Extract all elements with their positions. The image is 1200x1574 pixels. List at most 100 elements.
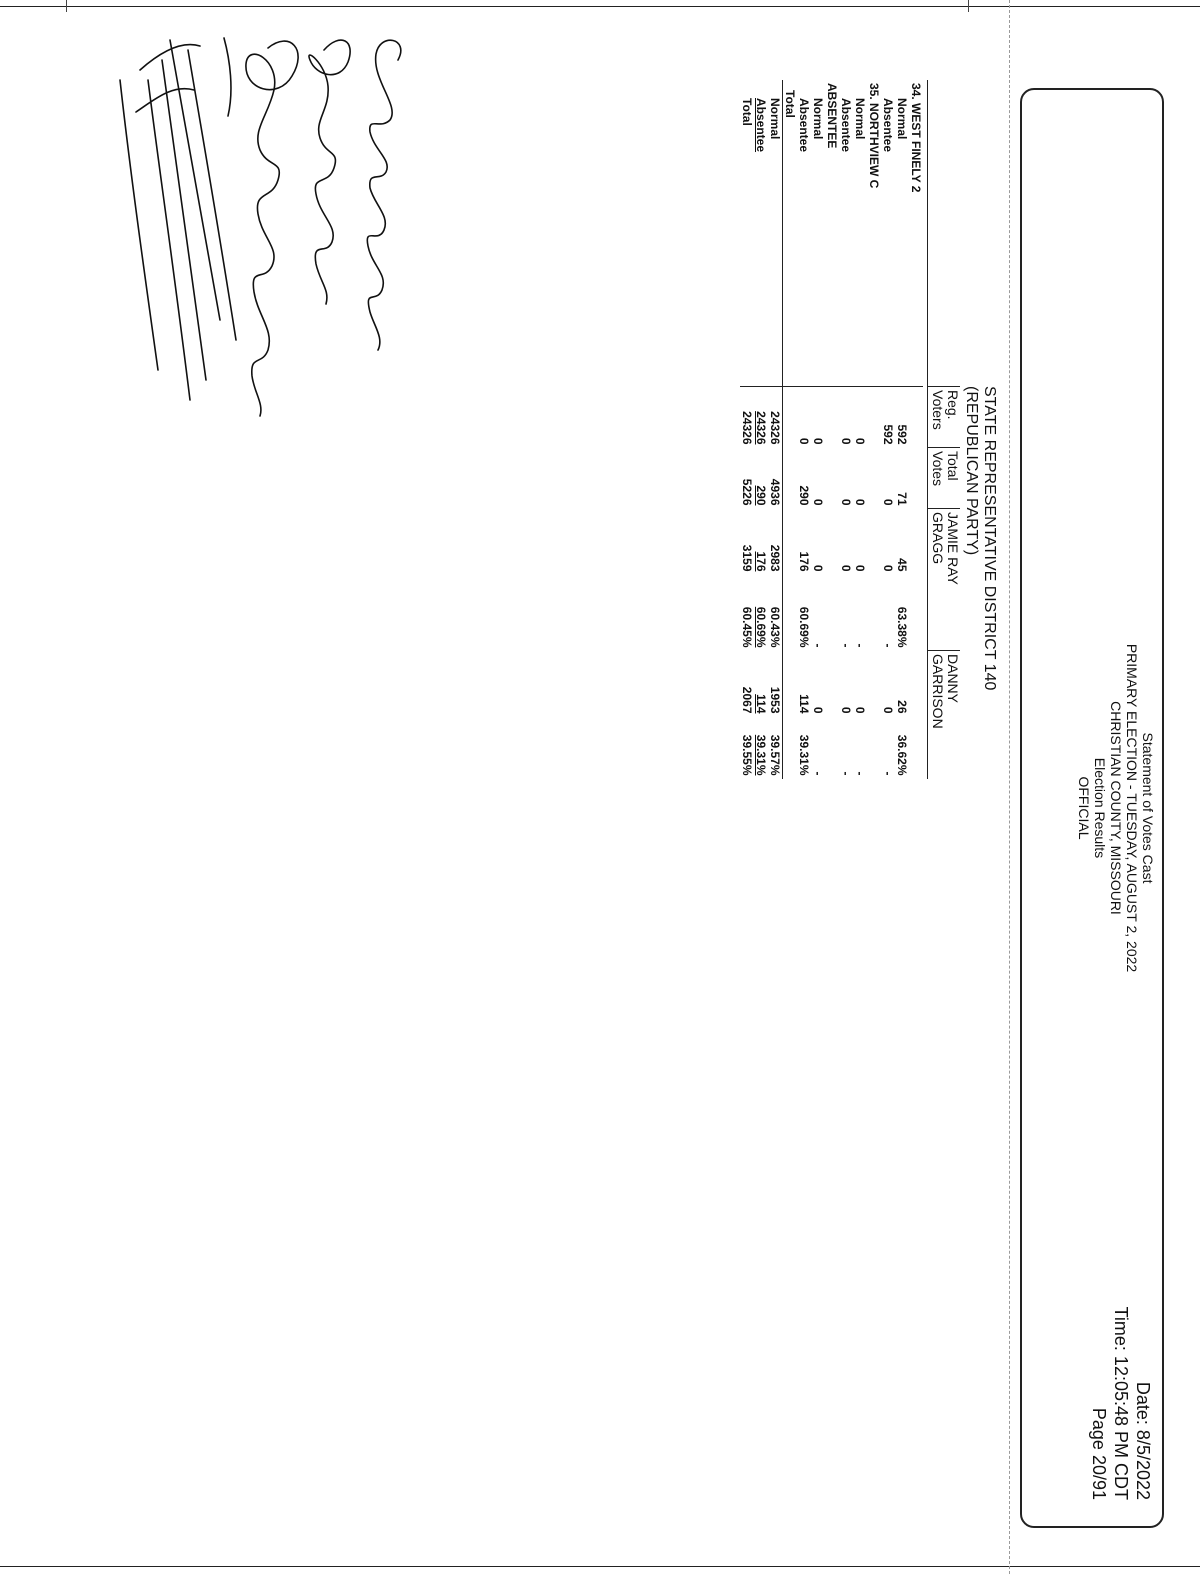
total-votes-cell: 71	[895, 448, 909, 509]
precinct-label-text: Total	[783, 90, 797, 118]
garrison-percent-cell	[825, 717, 839, 779]
reg-voters-cell-text: 592	[881, 424, 895, 445]
gragg-percent-cell-text: -	[853, 643, 867, 648]
gragg-votes-cell-text: 0	[853, 564, 867, 572]
garrison-percent-cell-text: -	[839, 771, 853, 776]
gragg-header-line2: GRAGG	[930, 512, 946, 565]
precinct-label: Total	[783, 80, 797, 387]
scan-top-tick	[66, 0, 67, 12]
header-meta-block: Date: 8/5/2022 Time: 12:05:48 PM CDT Pag…	[1088, 1307, 1154, 1500]
precinct-label-text: Absentee	[797, 98, 811, 153]
garrison-votes-cell: 26	[895, 651, 909, 717]
gragg-votes-cell-text: 176	[797, 551, 811, 572]
garrison-votes-cell-text: 114	[797, 694, 811, 714]
garrison-votes-cell-text: 114	[754, 694, 768, 714]
signature-4-icon	[135, 39, 237, 401]
reg-voters-cell: 24326	[754, 386, 768, 448]
gragg-percent-cell-text: 63.38%	[895, 606, 909, 648]
gragg-votes-cell	[825, 509, 839, 575]
garrison-votes-cell	[825, 651, 839, 717]
total-votes-cell-text: 0	[839, 498, 853, 506]
garrison-percent-cell: -	[881, 717, 895, 779]
reg-voters-cell: 24326	[768, 386, 783, 448]
signature-3-icon	[245, 40, 299, 417]
precinct-label-text: ABSENTEE	[825, 83, 839, 149]
reg-voters-cell	[825, 386, 839, 448]
scan-top-edge	[0, 6, 1200, 7]
precinct-label-text: 35. NORTHVIEW C	[867, 83, 881, 189]
reg-voters-cell: 592	[881, 386, 895, 448]
gragg-votes-cell-text: 0	[811, 564, 825, 572]
report-header: Statement of Votes Cast PRIMARY ELECTION…	[1020, 88, 1164, 1528]
total-votes-cell: 0	[811, 448, 825, 509]
signatures-drawing	[119, 37, 402, 417]
gragg-votes-cell: 3159	[740, 509, 754, 575]
garrison-votes-cell-text: 0	[811, 706, 825, 714]
gragg-votes-cell-text: 176	[754, 551, 768, 572]
garrison-votes-cell: 114	[797, 651, 811, 717]
garrison-votes-cell-text: 0	[881, 706, 895, 714]
garrison-percent-cell-text: 39.31%	[754, 734, 768, 776]
total-votes-cell-text: 290	[754, 485, 768, 506]
gragg-votes-cell: 0	[839, 509, 853, 575]
gragg-votes-cell: 176	[754, 509, 768, 575]
garrison-percent-cell: 39.57%	[768, 716, 783, 779]
precinct-label-text: Absentee	[839, 98, 853, 153]
precinct-label: 35. NORTHVIEW C	[867, 80, 881, 387]
reg-voters-cell: 592	[895, 386, 909, 448]
precinct-label: Absentee	[839, 80, 853, 387]
garrison-votes-cell: 0	[811, 651, 825, 717]
total-votes-cell: 0	[881, 448, 895, 509]
gragg-votes-cell	[783, 509, 798, 575]
gragg-percent-cell-text: -	[811, 643, 825, 648]
total-votes-cell	[867, 448, 881, 509]
garrison-percent-cell-text: 39.55%	[740, 734, 754, 776]
total-votes-cell: 5226	[740, 448, 754, 509]
reg-header-line1: Reg.	[945, 390, 961, 420]
gragg-percent-cell	[825, 575, 839, 651]
gragg-votes-cell	[909, 509, 923, 575]
precinct-label-text: Normal	[853, 98, 867, 140]
garrison-header-line1: DANNY	[945, 654, 961, 704]
gragg-percent-cell-text: 60.43%	[768, 606, 782, 648]
reg-voters-cell: 0	[853, 386, 867, 448]
garrison-votes-cell: 114	[754, 651, 768, 717]
report-time: Time: 12:05:48 PM CDT	[1111, 1306, 1131, 1500]
gragg-votes-cell-text: 45	[895, 558, 909, 572]
garrison-percent-cell	[867, 717, 881, 779]
precinct-label: Total	[740, 80, 754, 387]
precinct-label: Normal	[811, 80, 825, 387]
reg-voters-cell-text: 0	[839, 437, 853, 445]
garrison-votes-cell	[909, 651, 923, 717]
reg-voters-cell: 0	[839, 386, 853, 448]
precinct-label-text: Normal	[768, 98, 782, 140]
gragg-percent-cell-text: -	[839, 643, 853, 648]
gragg-percent-cell-text: 60.45%	[740, 606, 754, 648]
garrison-votes-cell	[783, 651, 798, 717]
garrison-percent-cell-text: 39.57%	[768, 734, 782, 776]
gragg-percent-cell: 60.69%	[754, 575, 768, 651]
table-spacer	[923, 80, 928, 779]
precinct-label: Normal	[768, 80, 783, 387]
table-row: 34. WEST FINELY 2	[909, 80, 923, 779]
garrison-header-line2: GARRISON	[930, 654, 946, 729]
garrison-percent-cell	[783, 717, 798, 779]
reg-voters-cell-text: 0	[797, 437, 811, 445]
gragg-percent-cell: -	[881, 575, 895, 651]
page-number: Page 20/91	[1089, 1407, 1109, 1500]
total-votes-cell-text: 71	[895, 492, 909, 506]
contest-heading: STATE REPRESENTATIVE DISTRICT 140 (REPUB…	[962, 386, 998, 690]
total-votes-cell-text: 290	[797, 485, 811, 506]
precinct-label-text: Normal	[811, 98, 825, 140]
table-row: ABSENTEE	[825, 80, 839, 779]
precinct-label-text: 34. WEST FINELY 2	[909, 83, 923, 193]
